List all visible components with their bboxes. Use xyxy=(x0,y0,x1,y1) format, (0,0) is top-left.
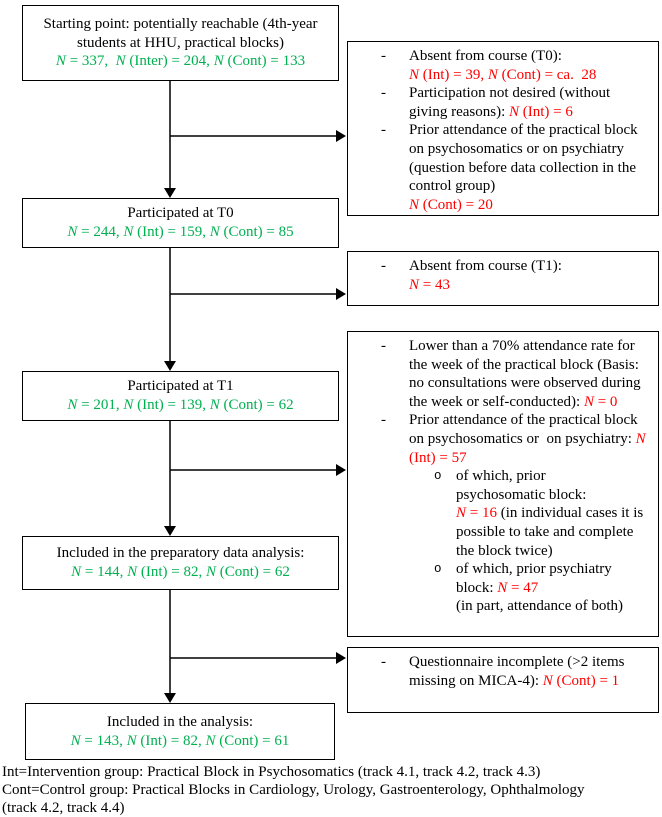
exclusion-count: N = 47 xyxy=(497,579,539,596)
exclusion-item: o of which, prior psychiatry block: N = 4… xyxy=(348,560,650,616)
exclusion-item: o of which, prior psychosomatic block: N … xyxy=(348,467,650,560)
legend-line-control-tracks: (track 4.2, track 4.4) xyxy=(2,800,125,816)
arrowhead-down-final xyxy=(164,693,176,703)
legend: Int=Intervention group: Practical Block … xyxy=(2,763,660,817)
flow-box-stats: N = 201, N (Int) = 139, N (Cont) = 62 xyxy=(67,397,294,413)
exclusion-reason: (in part, attendance of both) xyxy=(456,598,624,615)
exclusion-text: Lower than a 70% attendance rate for the… xyxy=(409,337,650,411)
legend-line-intervention: Int=Intervention group: Practical Block … xyxy=(2,764,541,780)
arrowhead-down-t0 xyxy=(164,188,176,198)
exclusion-text: of which, prior psychiatry block: N = 47… xyxy=(456,560,650,616)
exclusion-text: Participation not desired (without givin… xyxy=(409,84,650,121)
exclusion-reason: Absent from course (T1): xyxy=(409,258,562,274)
exclusion-count: N = 0 xyxy=(583,393,618,410)
bullet-marker: - xyxy=(381,654,386,670)
exclusion-item: - Participation not desired (without givi… xyxy=(348,84,650,121)
flow-box-participated-t1: Participated at T1 N = 201, N (Int) = 13… xyxy=(22,371,339,421)
exclusion-count: N (Cont) = 1 xyxy=(542,672,620,689)
bullet-marker: - xyxy=(381,338,386,354)
bullet-marker: - xyxy=(381,412,386,429)
exclusion-text: of which, prior psychosomatic block: N =… xyxy=(456,467,650,560)
exclusion-item: - Prior attendance of the practical block… xyxy=(348,121,650,214)
exclusion-reason: Participation not desired (without givin… xyxy=(409,85,614,120)
exclusion-count: N (Int) = 57 xyxy=(409,430,650,466)
exclusion-item: - Absent from course (T0): N (Int) = 39, … xyxy=(348,47,650,84)
exclusion-item: - Lower than a 70% attendance rate for th… xyxy=(348,337,650,411)
exclusion-count: N (Cont) = 20 xyxy=(409,196,493,213)
bullet-marker: o xyxy=(434,562,442,577)
exclusion-count: N (Int) = 39, N (Cont) = ca. 28 xyxy=(409,66,597,83)
flow-box-starting-point: Starting point: potentially reachable (4… xyxy=(22,5,339,81)
exclusion-reason: Prior attendance of the practical block … xyxy=(409,122,638,195)
exclusion-reason: Absent from course (T0): xyxy=(409,48,562,64)
flow-box-stats: N = 244, N (Int) = 159, N (Cont) = 85 xyxy=(67,224,294,240)
flow-box-stats: N = 337, N (Inter) = 204, N (Cont) = 133 xyxy=(55,53,306,70)
flow-box-stats: N = 143, N (Int) = 82, N (Cont) = 61 xyxy=(70,732,290,749)
bullet-marker: - xyxy=(381,122,386,139)
arrowhead-down-t1 xyxy=(164,361,176,371)
exclusion-reason: Questionnaire incomplete (>2 items missi… xyxy=(409,654,629,689)
arrowhead-right-excl-t0 xyxy=(336,130,346,142)
exclusion-text: Prior attendance of the practical block … xyxy=(409,121,650,214)
flow-box-title: Starting point: potentially reachable (4… xyxy=(43,16,322,51)
exclusion-count: N (Int) = 6 xyxy=(508,103,573,120)
exclusion-reason: of which, prior psychiatry block: xyxy=(456,561,612,596)
flow-box-title: Participated at T1 xyxy=(127,378,234,395)
exclusion-box-attendance: - Lower than a 70% attendance rate for th… xyxy=(347,331,659,637)
bullet-marker: - xyxy=(381,85,386,102)
exclusion-count: N = 43 xyxy=(409,276,450,293)
exclusion-item: - Questionnaire incomplete (>2 items miss… xyxy=(348,653,650,690)
exclusion-reason: Prior attendance of the practical block … xyxy=(409,412,642,447)
flow-box-title: Included in the preparatory data analysi… xyxy=(56,545,305,562)
flow-box-preparatory-analysis: Included in the preparatory data analysi… xyxy=(22,536,339,590)
exclusion-item: - Absent from course (T1): N = 43 xyxy=(348,257,650,294)
exclusion-count: N = 16 xyxy=(456,505,497,522)
exclusion-reason: (in individual cases it is possible to t… xyxy=(456,505,647,559)
flow-box-stats: N = 144, N (Int) = 82, N (Cont) = 62 xyxy=(71,564,290,580)
legend-line-control: Cont=Control group: Practical Blocks in … xyxy=(2,782,585,798)
exclusion-text: Prior attendance of the practical block … xyxy=(409,411,650,467)
exclusion-box-questionnaire: - Questionnaire incomplete (>2 items miss… xyxy=(347,647,659,713)
exclusion-reason: of which, prior psychosomatic block: xyxy=(456,468,587,503)
arrowhead-right-excl-questionnaire xyxy=(336,652,346,664)
flow-box-included-analysis: Included in the analysis: N = 143, N (In… xyxy=(25,703,335,760)
exclusion-item: - Prior attendance of the practical block… xyxy=(348,411,650,467)
bullet-marker: o xyxy=(434,469,442,484)
flow-box-participated-t0: Participated at T0 N = 244, N (Int) = 15… xyxy=(22,198,339,248)
arrowhead-right-excl-t1 xyxy=(336,288,346,300)
arrowhead-down-prep xyxy=(164,526,176,536)
flow-box-title: Participated at T0 xyxy=(127,205,234,222)
bullet-marker: - xyxy=(381,48,386,64)
exclusion-box-t1: - Absent from course (T1): N = 43 xyxy=(347,251,659,306)
exclusion-text: Absent from course (T1): N = 43 xyxy=(409,257,650,294)
flow-box-title: Included in the analysis: xyxy=(106,713,254,730)
arrowhead-right-excl-attendance xyxy=(336,464,346,476)
exclusion-text: Questionnaire incomplete (>2 items missi… xyxy=(409,653,650,690)
bullet-marker: - xyxy=(381,258,386,274)
exclusion-box-t0: - Absent from course (T0): N (Int) = 39, … xyxy=(347,41,659,216)
exclusion-reason: Lower than a 70% attendance rate for the… xyxy=(409,338,645,410)
exclusion-text: Absent from course (T0): N (Int) = 39, N… xyxy=(409,47,650,84)
